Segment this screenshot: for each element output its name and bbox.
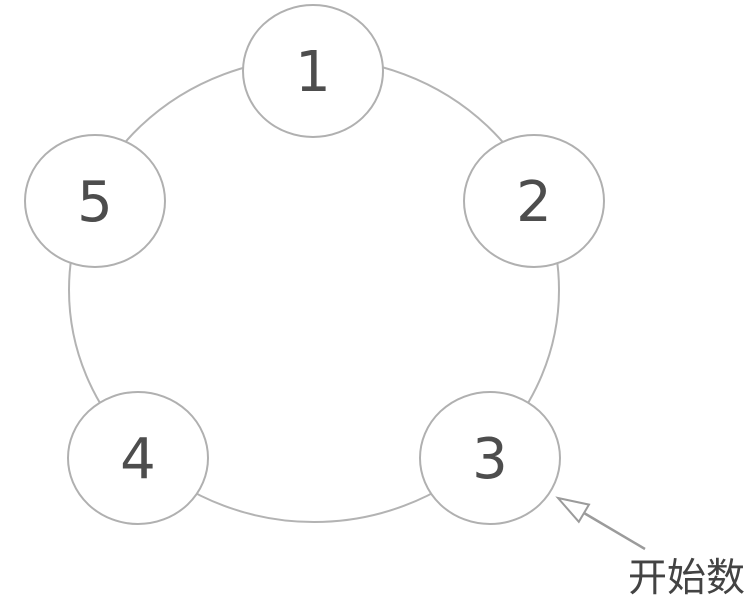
arrow-head xyxy=(555,496,591,524)
arrow-shaft xyxy=(583,511,646,551)
annotation-label: 开始数 xyxy=(628,556,745,601)
node-circle-1 xyxy=(242,4,384,138)
node-label-3: 3 xyxy=(472,427,508,492)
node-circle-4 xyxy=(67,391,209,525)
node-5: 5 xyxy=(24,134,166,268)
annotation-arrow-icon xyxy=(555,496,646,551)
node-2: 2 xyxy=(463,134,605,268)
node-circle-3 xyxy=(419,391,561,525)
node-4: 4 xyxy=(67,391,209,525)
node-circle-2 xyxy=(463,134,605,268)
node-circle-5 xyxy=(24,134,166,268)
node-label-5: 5 xyxy=(77,170,113,235)
node-label-4: 4 xyxy=(120,427,156,492)
node-label-2: 2 xyxy=(516,170,552,235)
node-label-1: 1 xyxy=(295,40,331,105)
node-1: 1 xyxy=(242,4,384,138)
node-3: 3 xyxy=(419,391,561,525)
